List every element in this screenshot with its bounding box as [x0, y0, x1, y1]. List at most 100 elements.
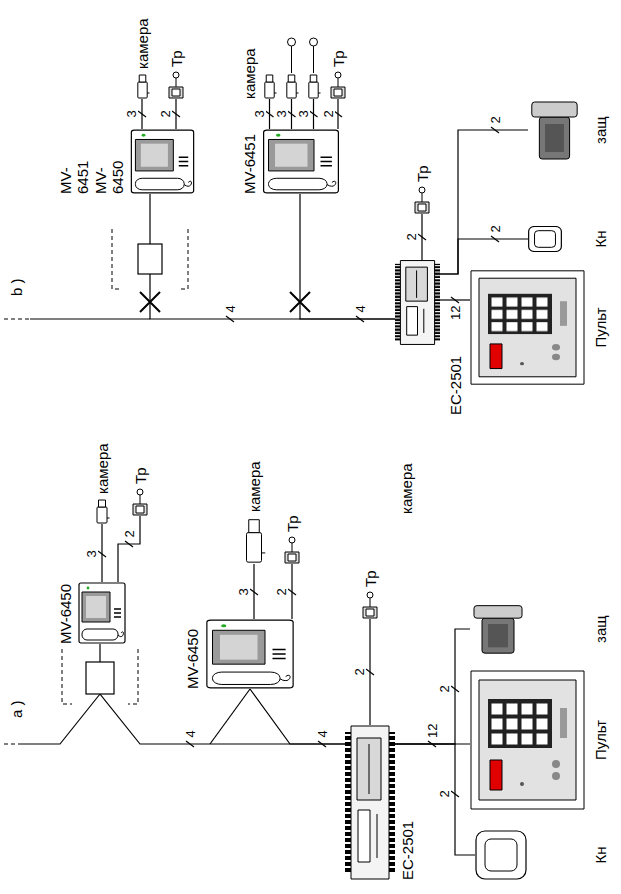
device-name: EC-2501	[447, 356, 464, 415]
wire	[118, 516, 140, 582]
monitor-icon	[264, 130, 339, 193]
door-station: Тр	[130, 488, 150, 516]
node-label: MV-6451	[241, 134, 258, 194]
monitor-icon	[79, 583, 125, 643]
wire-count-tick	[288, 111, 296, 117]
wire-count: 2	[159, 109, 172, 118]
door-station: Тр	[412, 186, 432, 214]
wire	[250, 689, 345, 744]
device-name: защ	[592, 615, 609, 643]
device-name: Тр	[330, 50, 347, 67]
device-name: MV-6450	[184, 629, 201, 689]
door-station-icon	[331, 72, 345, 98]
node-label: Тр	[132, 467, 149, 484]
button: Кн	[528, 226, 562, 252]
device-name: Пульт	[592, 307, 609, 347]
distribution-box	[138, 244, 162, 274]
camera-icon	[265, 75, 277, 98]
device-name: камера	[94, 443, 111, 494]
monitor: MV-6451 MV-6450	[130, 129, 195, 194]
extra-station-stem	[292, 46, 314, 73]
wire-count: 2	[123, 529, 136, 538]
wire-count-tick	[288, 589, 296, 595]
wire-count-tick	[138, 111, 146, 117]
door-station: Тр	[166, 71, 186, 99]
node-label: Пульт	[592, 307, 609, 347]
button-icon	[529, 227, 562, 252]
wire-count: 4	[224, 304, 237, 313]
wire-count: 3	[297, 109, 310, 118]
node-label: MV-6450	[184, 629, 201, 689]
wire-count-tick	[451, 791, 459, 797]
node-label: Тр	[330, 50, 347, 67]
wire-count: 4	[354, 304, 367, 313]
bus-line	[210, 689, 250, 744]
node-label: Тр	[284, 515, 301, 532]
wire-count-tick	[98, 551, 106, 557]
wire-count-tick	[451, 686, 459, 692]
door-station-icon	[363, 592, 377, 618]
camera-label: камера	[398, 463, 415, 514]
lock-icon	[474, 606, 522, 654]
node-label: Тр	[168, 50, 185, 67]
wire-count: 2	[322, 109, 335, 118]
wire	[395, 629, 470, 744]
wire-count: 4	[184, 729, 197, 738]
device-name: Тр	[132, 467, 149, 484]
wire-count: 2	[489, 115, 502, 124]
button: Кн	[475, 830, 527, 880]
wire-count: 2	[275, 587, 288, 596]
device-name: MV-6451	[241, 134, 258, 194]
wire-count-tick	[266, 111, 274, 117]
button-icon	[476, 831, 526, 879]
wire	[300, 194, 395, 319]
wire-count-tick	[226, 316, 234, 322]
camera-icon	[287, 75, 299, 98]
wire-count: 2	[438, 684, 451, 693]
device-name: камера	[134, 18, 151, 69]
camera-icon	[247, 520, 266, 562]
door-station-icon	[285, 537, 299, 563]
camera: камера	[94, 498, 110, 524]
wire-count-tick	[451, 297, 459, 303]
camera-icon	[97, 500, 110, 523]
bus-continuation	[4, 743, 20, 744]
device-icons	[79, 38, 584, 879]
device-name: Пульт	[592, 720, 609, 760]
monitor: MV-6450	[205, 619, 295, 689]
controller-icon	[345, 726, 395, 879]
device-name: Кн	[592, 846, 609, 863]
lock-icon	[532, 102, 577, 159]
device-name: Тр	[284, 515, 301, 532]
controller: EC-2501	[345, 725, 395, 880]
device-name: Тр	[414, 165, 431, 182]
node-label: защ	[592, 615, 609, 643]
wire-count: 3	[85, 549, 98, 558]
camera-icon	[309, 75, 321, 98]
node-label: Тр	[414, 165, 431, 182]
monitor: MV-6450	[78, 582, 126, 644]
camera-icon	[138, 75, 150, 98]
wire-count: 12	[426, 723, 439, 739]
monitor: MV-6451	[262, 129, 340, 194]
device-name: Кн	[592, 230, 609, 247]
node-label: камера	[246, 461, 263, 512]
wire-count: 2	[438, 789, 451, 798]
device-name: MV-6450	[57, 584, 74, 644]
door-station: Тр	[328, 71, 348, 99]
node-label: камера	[134, 18, 151, 69]
section-letter: b )	[8, 278, 25, 296]
door-station-icon	[169, 72, 183, 98]
control-panel: Пульт	[470, 270, 585, 385]
wire-count: 12	[449, 305, 462, 321]
wire	[440, 130, 528, 274]
device-name: MV-6451 MV-6450	[57, 161, 126, 194]
bus-line	[20, 694, 100, 744]
wire-count-tick	[125, 541, 133, 547]
wire-count-tick	[356, 316, 364, 322]
door-station: Тр	[282, 536, 302, 564]
